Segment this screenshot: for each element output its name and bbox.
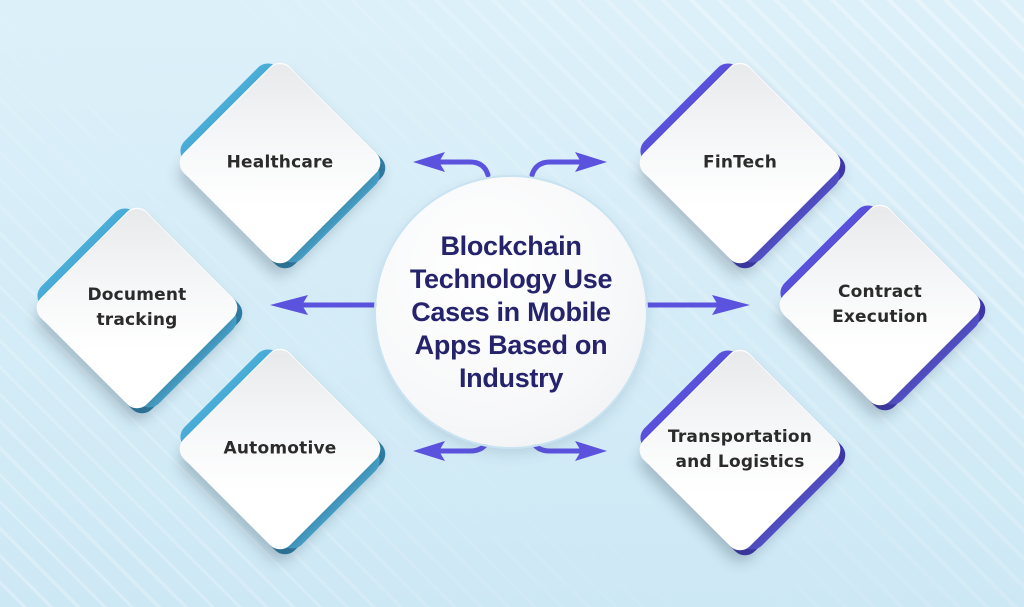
arrowhead-contract-execution [712, 295, 750, 315]
node-label: FinTech [703, 152, 777, 173]
hub-title: Blockchain Technology Use Cases in Mobil… [409, 230, 613, 393]
arrow-to-fintech [529, 159, 583, 178]
arrow-to-healthcare [437, 159, 491, 178]
node-label: Document tracking [87, 285, 187, 330]
arrowhead-transportation [575, 441, 607, 461]
node-transportation-logistics: Transportation and Logistics [630, 340, 852, 562]
node-healthcare: Healthcare [170, 53, 392, 275]
arrowhead-document-tracking [270, 295, 308, 315]
node-label: Healthcare [226, 152, 334, 173]
arrowhead-automotive [413, 441, 445, 461]
node-automotive: Automotive [170, 339, 392, 561]
node-label: Contract Execution [832, 282, 928, 327]
node-document-tracking: Document tracking [27, 198, 249, 420]
arrowhead-fintech [575, 152, 607, 172]
center-hub: Blockchain Technology Use Cases in Mobil… [376, 177, 646, 447]
node-label: Automotive [223, 438, 337, 459]
node-label: Transportation and Logistics [667, 427, 813, 472]
node-fintech: FinTech [630, 53, 852, 275]
arrowhead-healthcare [413, 152, 445, 172]
node-contract-execution: Contract Execution [770, 195, 992, 417]
